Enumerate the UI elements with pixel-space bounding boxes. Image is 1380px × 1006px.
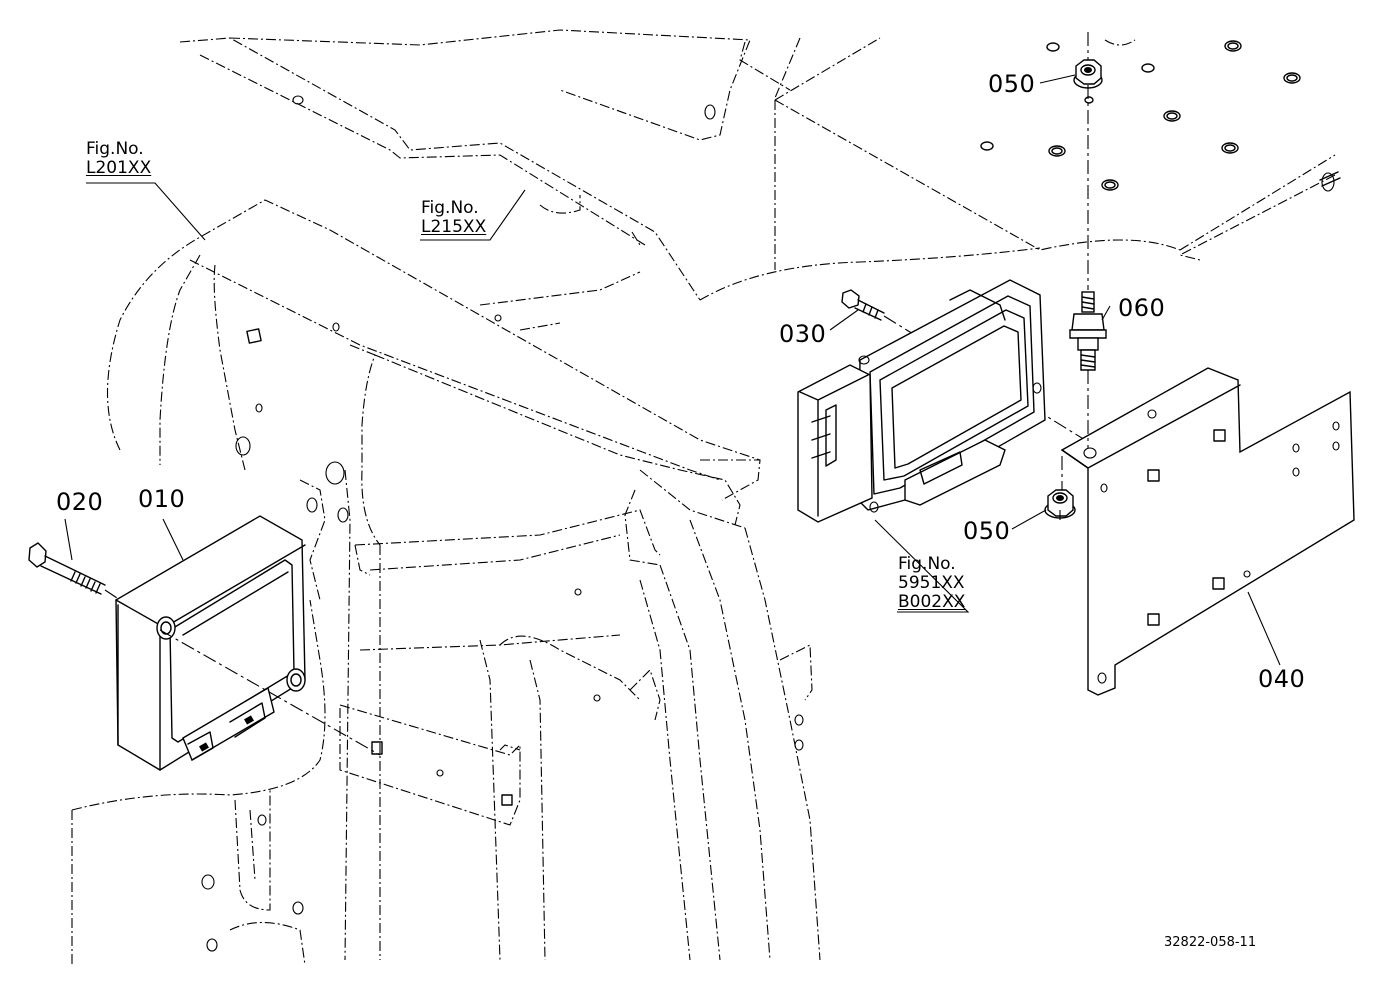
callout-040: 040 — [1258, 665, 1306, 693]
callout-060: 060 — [1118, 294, 1166, 322]
fig-ref-l215: Fig.No. L215XX — [421, 199, 486, 237]
part-040-bracket — [1060, 367, 1355, 696]
fig-ref-l201-line2: L201XX — [86, 158, 152, 178]
fig-ref-controller-line3: B002XX — [898, 592, 966, 612]
fig-ref-l215-line2: L215XX — [421, 217, 487, 237]
part-060-stud — [1069, 291, 1107, 371]
fig-ref-controller-line2: 5951XX — [898, 573, 965, 593]
part-050-nut-top — [1073, 59, 1103, 89]
controller-unit — [797, 279, 1046, 523]
callout-010: 010 — [138, 485, 186, 513]
drawing-code: 32822-058-11 — [1164, 935, 1257, 950]
deck-plate — [699, 37, 1341, 301]
part-020-bolt — [28, 542, 381, 756]
callout-020: 020 — [56, 488, 104, 516]
frame-l201 — [71, 199, 821, 966]
fig-ref-controller: Fig.No. 5951XX B002XX — [898, 555, 965, 612]
callout-050-mid: 050 — [963, 517, 1011, 545]
assembly-axis — [1059, 32, 1089, 520]
part-010-module — [115, 515, 306, 771]
leader-lines — [64, 74, 1281, 666]
fig-ref-l215-line1: Fig.No. — [421, 198, 479, 218]
callout-030: 030 — [779, 320, 827, 348]
fig-ref-l201-line1: Fig.No. — [86, 139, 144, 159]
callout-050-top: 050 — [988, 70, 1036, 98]
fig-ref-controller-line1: Fig.No. — [898, 554, 956, 574]
fig-ref-l201: Fig.No. L201XX — [86, 140, 151, 178]
frame-l215 — [179, 29, 801, 331]
